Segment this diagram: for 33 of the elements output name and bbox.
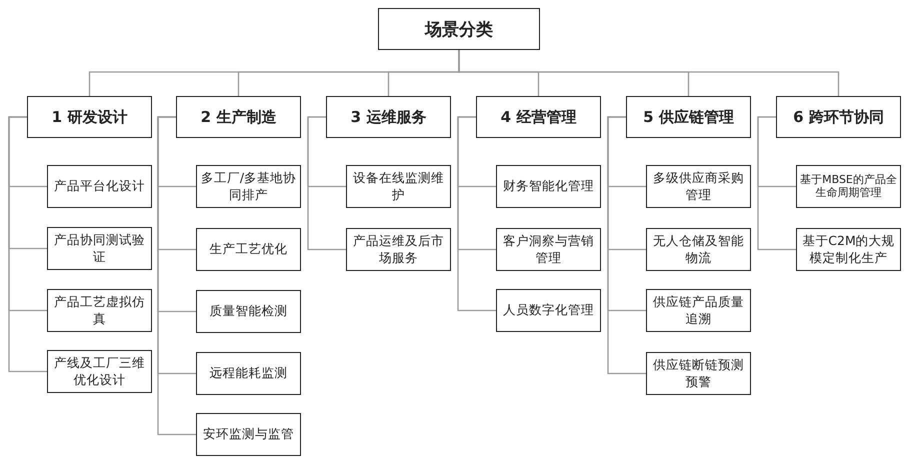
scenario-box: 产线及工厂三维优化设计 xyxy=(47,350,152,393)
category-box: 1 研发设计 xyxy=(27,96,152,138)
scenario-box: 无人仓储及智能物流 xyxy=(646,228,751,271)
connector-line xyxy=(8,116,47,372)
scenario-box: 生产工艺优化 xyxy=(196,228,301,271)
connector-line xyxy=(307,116,346,250)
connector-line xyxy=(607,116,646,374)
category-box: 2 生产制造 xyxy=(176,96,301,138)
scenario-box: 设备在线监测维护 xyxy=(346,165,451,208)
scenario-box: 多工厂/多基地协同排产 xyxy=(196,165,301,208)
scenario-box: 安环监测与监管 xyxy=(196,413,301,456)
scenario-box: 质量智能检测 xyxy=(196,290,301,333)
scenario-box: 人员数字化管理 xyxy=(496,289,601,332)
scenario-box: 供应链断链预测预警 xyxy=(646,352,751,395)
connector-line xyxy=(457,116,496,312)
scenario-box: 基于MBSE的产品全生命周期管理 xyxy=(796,165,901,208)
category-box: 4 经营管理 xyxy=(476,96,601,138)
category-box: 3 运维服务 xyxy=(326,96,451,138)
scenario-box: 客户洞察与营销管理 xyxy=(496,228,601,271)
scenario-box: 财务智能化管理 xyxy=(496,165,601,208)
category-box: 5 供应链管理 xyxy=(626,96,751,138)
category-box: 6 跨环节协同 xyxy=(776,96,901,138)
scenario-box: 多级供应商采购管理 xyxy=(646,165,751,208)
scenario-box: 产品平台化设计 xyxy=(47,165,152,208)
scenario-box: 产品协同测试验证 xyxy=(47,227,152,270)
scenario-box: 供应链产品质量追溯 xyxy=(646,289,751,332)
scenario-box: 产品工艺虚拟仿真 xyxy=(47,289,152,332)
scenario-box: 产品运维及后市场服务 xyxy=(346,228,451,271)
root-box: 场景分类 xyxy=(378,8,540,50)
scenario-box: 基于C2M的大规模定制化生产 xyxy=(796,228,901,271)
scenario-box: 远程能耗监测 xyxy=(196,352,301,395)
connector-line xyxy=(157,116,196,436)
connector-line xyxy=(757,116,796,250)
